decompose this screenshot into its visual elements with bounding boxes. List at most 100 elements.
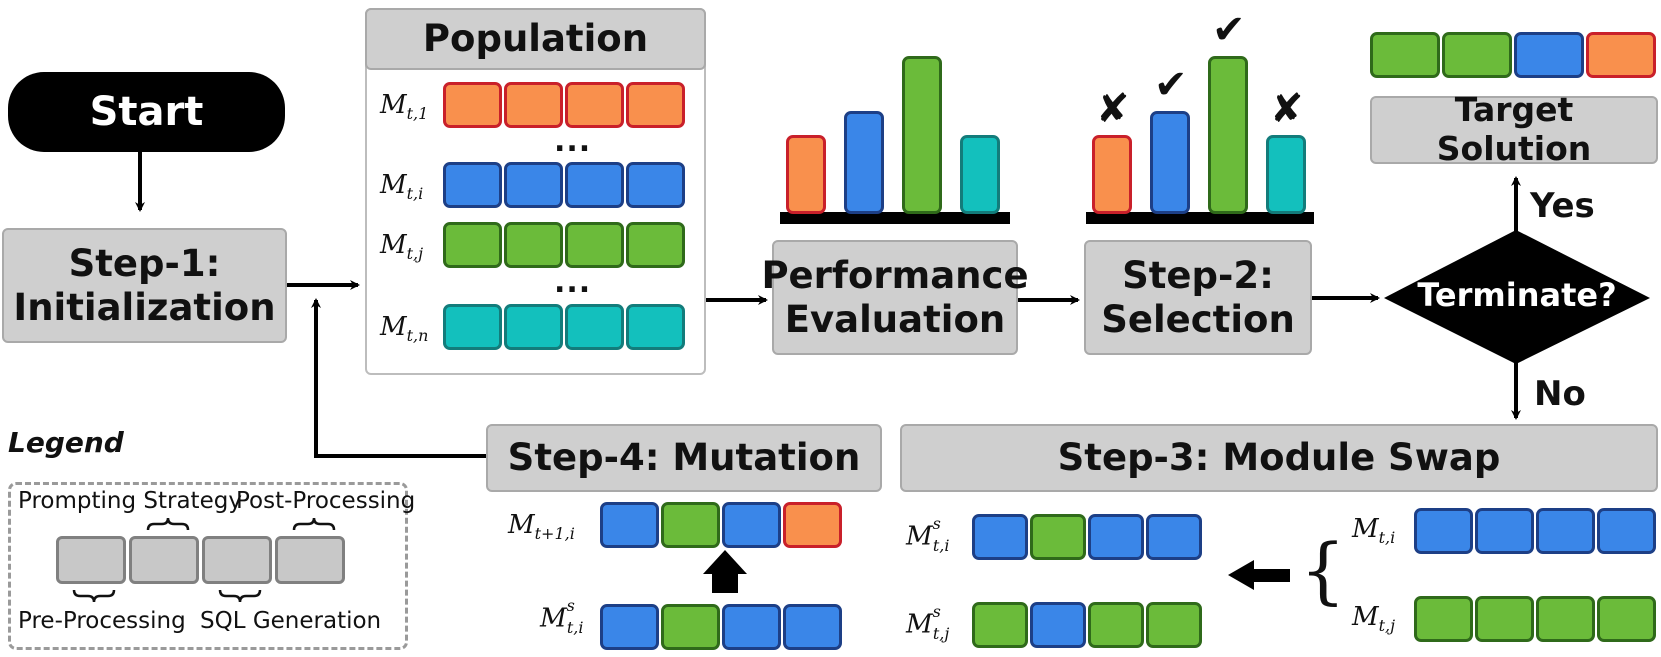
legend-module-3 <box>202 536 272 584</box>
swap-left-module <box>1146 514 1202 560</box>
target-label: Target Solution <box>1436 90 1592 168</box>
population-module <box>443 304 502 350</box>
legend-pre: Pre-Processing <box>18 608 186 634</box>
no-label: No <box>1534 374 1586 414</box>
step1-label: Step-1: Initialization <box>13 241 276 329</box>
mutation-top-module <box>661 502 720 548</box>
terminate-diamond <box>1384 230 1650 364</box>
legend-post: Post-Processing <box>236 488 416 514</box>
performance-evaluation: Performance Evaluation <box>761 240 1029 355</box>
population-module <box>443 82 502 128</box>
check-icon: ✔ <box>1212 7 1246 53</box>
terminate-label: Terminate? <box>1417 276 1617 314</box>
target-module <box>1514 32 1584 78</box>
legend-module-1 <box>56 536 126 584</box>
swap-left-module <box>1088 514 1144 560</box>
mutation-top-module <box>600 502 659 548</box>
step4-mutation: Step-4: Mutation <box>486 424 882 492</box>
step1-initialization: Step-1: Initialization <box>2 228 287 343</box>
swap-block-arrow <box>1228 560 1290 590</box>
population-module <box>565 82 624 128</box>
mutation-up-arrow <box>703 550 747 593</box>
step4-label: Step-4: Mutation <box>507 436 861 480</box>
swap-left-module <box>1146 602 1202 648</box>
legend-title: Legend <box>8 426 124 459</box>
population-module <box>565 222 624 268</box>
swap-right-label: Mt,i <box>1352 514 1396 548</box>
target-module <box>1586 32 1656 78</box>
cross-icon: ✘ <box>1096 86 1130 132</box>
swap-right-module <box>1597 508 1656 554</box>
step3-module-swap: Step-3: Module Swap <box>900 424 1658 492</box>
population-module <box>443 222 502 268</box>
start-node: Start <box>8 72 285 152</box>
population-module <box>504 82 563 128</box>
population-module <box>443 162 502 208</box>
mutation-bottom-module <box>783 604 842 650</box>
check-icon: ✔ <box>1154 62 1188 108</box>
population-header: Population <box>365 8 706 70</box>
mutation-bottom-module <box>661 604 720 650</box>
swap-right-module <box>1597 596 1656 642</box>
mutation-bottom-label: Mst,i <box>540 596 584 637</box>
mutation-top-label: Mt+1,i <box>508 510 575 544</box>
mutation-top-module <box>783 502 842 548</box>
swap-right-module <box>1475 596 1534 642</box>
target-solution: Target Solution <box>1370 90 1658 168</box>
perf-chart-baseline <box>780 212 1010 224</box>
population-module <box>626 82 685 128</box>
target-module <box>1442 32 1512 78</box>
ellipsis-bottom: ... <box>554 265 592 300</box>
population-module <box>626 222 685 268</box>
swap-left-module <box>972 514 1028 560</box>
perf-bar <box>844 111 884 214</box>
perf-label: Performance Evaluation <box>761 253 1029 341</box>
perf-bar <box>902 56 942 214</box>
ellipsis-top: ... <box>554 124 592 159</box>
population-row-label: Mt,j <box>380 230 424 264</box>
population-module <box>504 162 563 208</box>
selection-chart-baseline <box>1086 212 1314 224</box>
brace-prompting <box>146 517 190 531</box>
population-module <box>504 304 563 350</box>
legend-module-2 <box>129 536 199 584</box>
brace-pre <box>72 589 116 603</box>
swap-left-label: Mst,i <box>906 514 950 555</box>
population-module <box>626 162 685 208</box>
perf-bar <box>786 135 826 214</box>
population-module <box>565 304 624 350</box>
population-row-label: Mt,1 <box>380 90 429 124</box>
swap-right-module <box>1414 508 1473 554</box>
swap-brace: { <box>1300 528 1346 612</box>
perf-bar <box>960 135 1000 214</box>
population-module <box>565 162 624 208</box>
mutation-bottom-module <box>722 604 781 650</box>
yes-label: Yes <box>1530 186 1595 226</box>
mutation-bottom-module <box>600 604 659 650</box>
legend-module-4 <box>275 536 345 584</box>
swap-left-module <box>1088 602 1144 648</box>
population-title: Population <box>422 17 649 61</box>
swap-left-label: Mst,j <box>906 602 950 643</box>
swap-right-module <box>1414 596 1473 642</box>
selection-bar <box>1266 135 1306 214</box>
swap-right-label: Mt,j <box>1352 602 1396 636</box>
swap-left-module <box>972 602 1028 648</box>
swap-right-module <box>1536 508 1595 554</box>
swap-left-module <box>1030 514 1086 560</box>
swap-right-module <box>1536 596 1595 642</box>
step3-label: Step-3: Module Swap <box>1057 436 1501 480</box>
selection-bar <box>1150 111 1190 214</box>
population-row-label: Mt,n <box>380 312 429 346</box>
brace-post <box>292 517 336 531</box>
population-module <box>626 304 685 350</box>
legend-prompting: Prompting Strategy <box>18 488 242 514</box>
selection-bar <box>1208 56 1248 214</box>
swap-left-module <box>1030 602 1086 648</box>
selection-bar <box>1092 135 1132 214</box>
step2-label: Step-2: Selection <box>1101 253 1295 341</box>
brace-sqlgen <box>218 589 262 603</box>
target-module <box>1370 32 1440 78</box>
